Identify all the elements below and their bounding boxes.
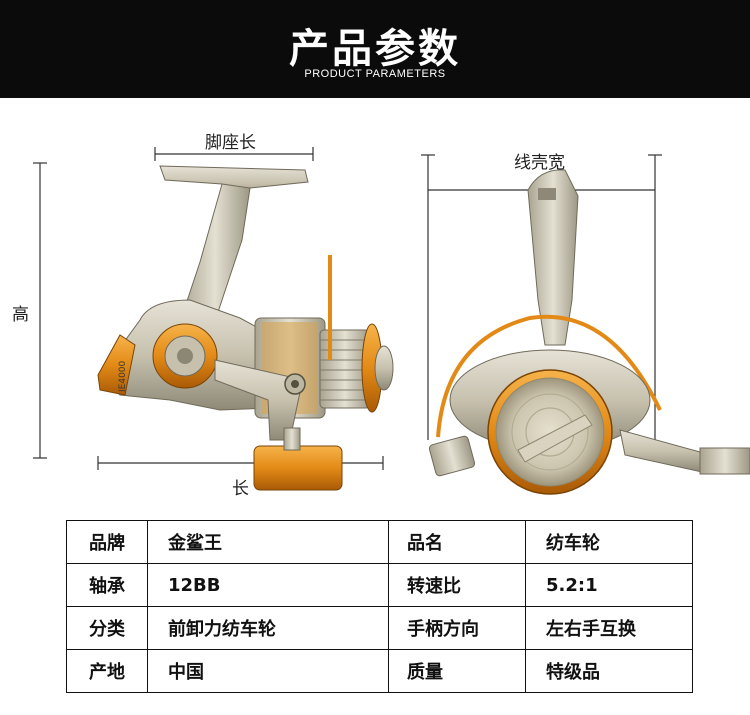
param-value: 金鲨王: [147, 520, 389, 564]
param-value: 前卸力纺车轮: [147, 606, 389, 650]
param-value: 中国: [147, 649, 389, 693]
param-value: 5.2:1: [525, 563, 693, 607]
parameter-table: 品牌 金鲨王 品名 纺车轮 轴承 12BB 转速比 5.2:1 分类 前卸力纺车…: [66, 520, 693, 693]
param-label: 品名: [388, 520, 526, 564]
param-label: 转速比: [388, 563, 526, 607]
page-subtitle: PRODUCT PARAMETERS: [304, 68, 446, 80]
reel-front-view: [428, 169, 750, 495]
product-figure: IE4000: [33, 147, 750, 495]
dim-label-foot-length: 脚座长: [205, 133, 256, 153]
param-label: 分类: [66, 606, 148, 650]
table-row: 产地 中国 质量 特级品: [66, 649, 693, 693]
param-label: 品牌: [66, 520, 148, 564]
dim-label-height: 高: [12, 305, 29, 325]
table-row: 品牌 金鲨王 品名 纺车轮: [66, 520, 693, 564]
dim-label-length: 长: [232, 479, 249, 499]
param-value: 左右手互换: [525, 606, 693, 650]
param-label: 质量: [388, 649, 526, 693]
param-value: 特级品: [525, 649, 693, 693]
table-row: 分类 前卸力纺车轮 手柄方向 左右手互换: [66, 606, 693, 650]
reel-side-view: IE4000: [97, 165, 394, 491]
param-value: 12BB: [147, 563, 389, 607]
param-value: 纺车轮: [525, 520, 693, 564]
param-label: 产地: [66, 649, 148, 693]
param-label: 手柄方向: [388, 606, 526, 650]
header-banner: 产品参数 PRODUCT PARAMETERS: [0, 0, 750, 98]
reel-marking: IE4000: [118, 360, 128, 392]
dim-label-spool-width: 线壳宽: [514, 153, 565, 173]
table-row: 轴承 12BB 转速比 5.2:1: [66, 563, 693, 607]
page-title: 产品参数: [289, 26, 461, 72]
param-label: 轴承: [66, 563, 148, 607]
